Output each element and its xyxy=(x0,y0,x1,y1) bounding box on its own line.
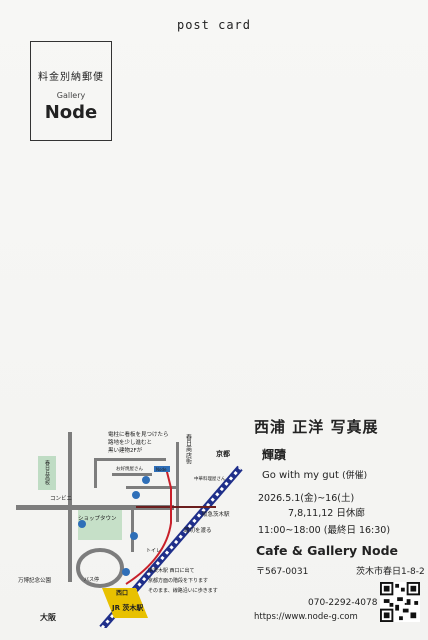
hankyu-label: 阪急茨木駅 xyxy=(202,510,230,518)
shopping-street xyxy=(176,442,179,522)
cohost-note: (併催) xyxy=(342,471,368,481)
kasugaoka-park-area xyxy=(38,456,56,490)
road-lower-v xyxy=(131,510,134,552)
website-url[interactable]: https://www.node-g.com xyxy=(254,612,358,622)
osaka-label: 大阪 xyxy=(40,612,57,622)
exhibition-subtitle: 輝蹟 xyxy=(262,448,287,462)
shop-town-label: ショップタウン xyxy=(78,514,117,522)
post-card-heading: post card xyxy=(176,18,252,32)
directions-3: そのまま、線路沿いに歩きます xyxy=(148,587,218,594)
bus-stop-label: バス停 xyxy=(84,576,99,583)
exhibition-title: 西浦 正洋 写真展 xyxy=(254,418,379,436)
venue-address: 茨木市春日1-8-2 xyxy=(356,567,425,577)
exhibition-dates: 2026.5.1(金)~16(土) xyxy=(258,493,355,504)
directions-1: JR茨木駅 西口に出て xyxy=(147,567,195,574)
english-title-text: Go with my gut xyxy=(262,470,339,481)
postal-code: 〒567-0031 xyxy=(256,567,309,577)
map-note-1: 電柱に看板を見つけたら xyxy=(108,430,169,438)
parking-icon xyxy=(142,476,150,484)
parking-icon xyxy=(130,532,138,540)
kyoto-label: 京都 xyxy=(216,449,230,458)
okonomi-label: お好焼屋さん xyxy=(116,465,143,472)
parking-icon xyxy=(132,491,140,499)
road-vertical-left xyxy=(68,432,72,582)
jr-station-building xyxy=(102,588,148,618)
road-upper-v xyxy=(94,458,97,488)
manpaku-label: 万博記念公園 xyxy=(18,576,52,584)
map-note-3: 黒い建物2Fが xyxy=(108,446,143,454)
roundabout xyxy=(76,548,124,588)
access-map: 春日丘高校 ショップタウン 西口 JR 茨木駅 Node xyxy=(16,430,243,628)
west-exit-label: 西口 xyxy=(116,589,128,597)
road-top xyxy=(94,458,166,461)
phone-number: 070-2292-4078 xyxy=(308,598,378,608)
parking-icon xyxy=(122,568,130,576)
map-note-2: 路地を少し進むと xyxy=(108,438,152,446)
opening-hours: 11:00~18:00 (最終日 16:30) xyxy=(258,525,391,536)
konbini-label: コンビニ xyxy=(50,494,72,502)
node-location-marker xyxy=(154,466,170,472)
main-road-horizontal xyxy=(16,505,174,510)
directions-2: 京都方面の階段を下ります xyxy=(148,577,208,584)
qr-code[interactable] xyxy=(380,582,420,622)
walking-route xyxy=(125,467,172,585)
parking-icon xyxy=(78,520,86,528)
jr-station-label: JR 茨木駅 xyxy=(111,603,144,612)
closed-dates: 7,8,11,12 日休廊 xyxy=(288,508,365,519)
crossing-label: 踏切を渡る xyxy=(184,526,212,534)
toilet-label: トイレ xyxy=(146,548,161,554)
gallery-label: Gallery xyxy=(56,91,86,100)
chuka-label: 中華料理屋さん xyxy=(194,475,226,482)
node-label: Node xyxy=(44,102,98,123)
road-mid xyxy=(112,473,152,476)
postage-stamp-box: 料金別納郵便 Gallery Node xyxy=(30,41,112,141)
exhibition-english-title: Go with my gut (併催) xyxy=(262,468,367,481)
shopping-street-label: 春日商店街 xyxy=(185,433,192,465)
node-marker-label: Node xyxy=(156,467,167,472)
postage-text: 料金別納郵便 xyxy=(38,72,104,83)
kasugaoka-label: 春日丘高校 xyxy=(44,459,50,486)
venue-name: Cafe & Gallery Node xyxy=(256,543,399,558)
road-mid-h xyxy=(126,486,176,489)
